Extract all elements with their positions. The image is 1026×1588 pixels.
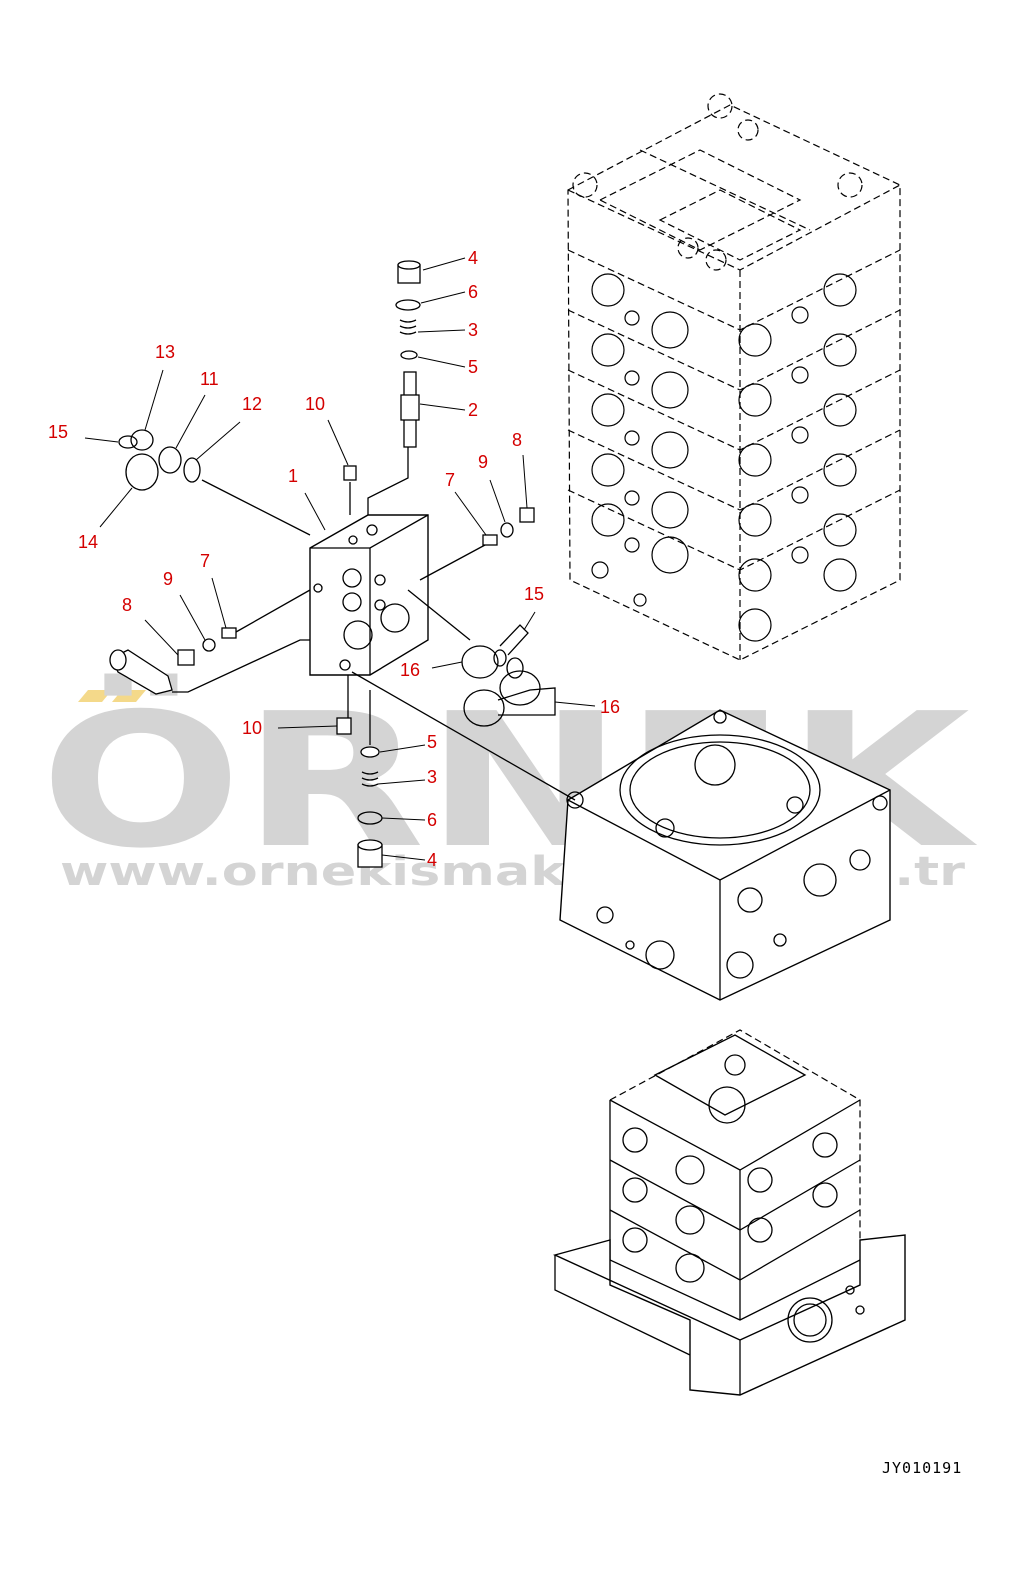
callout-6: 6 (468, 282, 478, 302)
callout-6: 6 (427, 810, 437, 830)
leader-lines (172, 447, 576, 801)
callout-15: 15 (524, 584, 544, 604)
valve-stack-upper (567, 93, 901, 661)
callout-5: 5 (468, 357, 478, 377)
callout-3: 3 (427, 767, 437, 787)
callout-13: 13 (155, 342, 175, 362)
callout-4: 4 (468, 248, 478, 268)
callout-leaders (84, 257, 596, 861)
callout-8: 8 (122, 595, 132, 615)
callout-2: 2 (468, 400, 478, 420)
valve-block (309, 514, 429, 676)
callout-7: 7 (200, 551, 210, 571)
callout-12: 12 (242, 394, 262, 414)
callout-16: 16 (600, 697, 620, 717)
exploded-parts (109, 260, 541, 868)
callout-16: 16 (400, 660, 420, 680)
callout-4: 4 (427, 850, 437, 870)
callout-10: 10 (305, 394, 325, 414)
valve-stack-lower (552, 1029, 906, 1396)
callout-5: 5 (427, 732, 437, 752)
callout-9: 9 (478, 452, 488, 472)
callout-14: 14 (78, 532, 98, 552)
callout-9: 9 (163, 569, 173, 589)
callout-11: 11 (200, 369, 219, 389)
drawing-code: JY010191 (882, 1459, 962, 1477)
callout-7: 7 (445, 470, 455, 490)
watermark-accent (78, 690, 112, 702)
callout-8: 8 (512, 430, 522, 450)
callout-10: 10 (242, 718, 262, 738)
callouts: 4 6 3 5 2 13 11 12 10 15 14 1 8 9 7 7 9 … (48, 248, 620, 870)
watermark-accent (112, 690, 146, 702)
valve-section-middle (559, 709, 891, 1001)
callout-3: 3 (468, 320, 478, 340)
callout-1: 1 (288, 466, 298, 486)
callout-15: 15 (48, 422, 68, 442)
